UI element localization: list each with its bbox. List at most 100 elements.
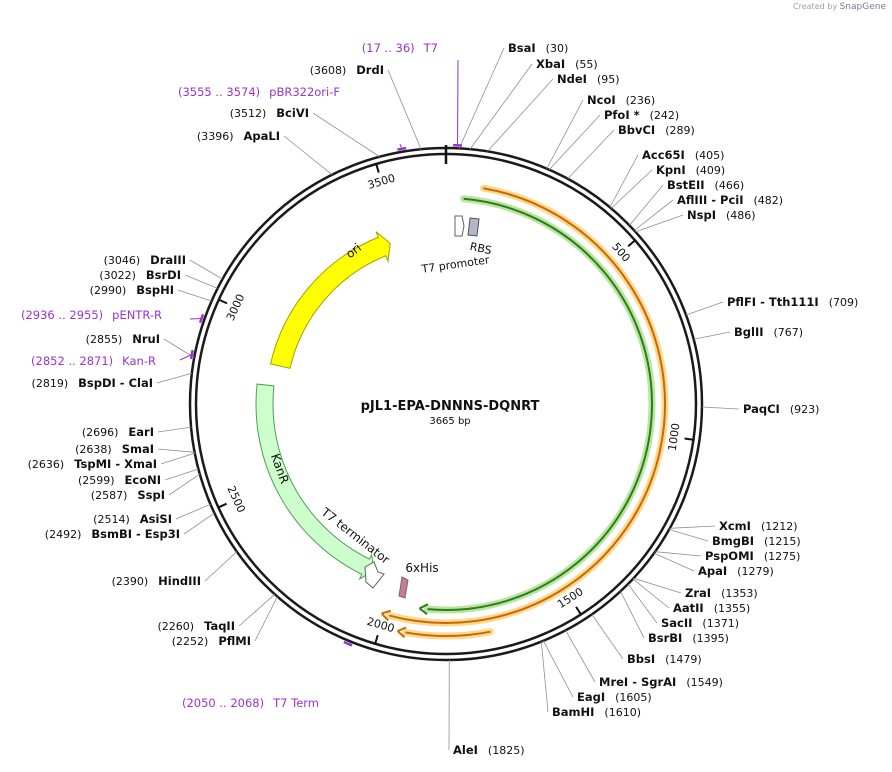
site-position: (3512) (230, 107, 267, 120)
site-ncoi: NcoI(236) (587, 93, 655, 107)
site-zrai-text: ZraI(1353) (685, 586, 758, 600)
t7-promoter-label: T7 promoter (420, 253, 491, 276)
site-pflmi: (2252)PflMI (172, 634, 251, 648)
site-name: BsmBI - Esp3I (91, 527, 180, 541)
site-xbai-text: XbaI(55) (536, 57, 598, 71)
site-leader-aatii (632, 578, 670, 609)
site-position: (2819) (32, 377, 69, 390)
primer-name: pBR322ori-F (269, 85, 340, 99)
backbone-tick (684, 437, 694, 441)
primer-kan-r: (2852 .. 2871)Kan-R (31, 354, 156, 368)
site-position: (3608) (310, 64, 347, 77)
site-leader-bcivi (312, 112, 380, 158)
primer-t7-text: (17 .. 36)T7 (362, 41, 438, 55)
site-zrai: ZraI(1353) (685, 586, 758, 600)
site-leader-mrei-sgrai (565, 630, 596, 683)
site-asisi: (2514)AsiSI (93, 512, 172, 526)
site-position: (405) (695, 149, 725, 162)
site-leader-bmgbi (669, 529, 709, 542)
site-bamhi-text: BamHI(1610) (552, 705, 641, 719)
site-position: (236) (626, 94, 656, 107)
site-leader-bglii (693, 331, 731, 340)
site-leader-bsphi (177, 289, 212, 302)
site-leader-ncoi (546, 99, 584, 169)
site-mrei-sgrai: MreI - SgrAI(1549) (599, 675, 723, 689)
site-position: (2514) (93, 513, 130, 526)
site-position: (767) (774, 326, 804, 339)
site-bsmbi-esp3i-text: (2492)BsmBI - Esp3I (45, 527, 180, 541)
site-name: ZraI (685, 586, 711, 600)
site-name: BamHI (552, 705, 594, 719)
inner-green-orf-line (427, 197, 653, 611)
backbone-tick-label: 1000 (666, 422, 683, 452)
inner-green-orf-head (418, 603, 429, 615)
primer-kan-r-text: (2852 .. 2871)Kan-R (31, 354, 156, 368)
site-leader-apai (653, 552, 695, 572)
site-position: (3046) (104, 254, 141, 267)
site-position: (3022) (99, 269, 136, 282)
site-bsteii-text: BstEII(466) (667, 178, 744, 192)
site-draiii-text: (3046)DraIII (104, 253, 186, 267)
site-bsphi-text: (2990)BspHI (90, 283, 174, 297)
site-bsrbi-text: BsrBI(1395) (648, 631, 729, 645)
site-bsai: BsaI(30) (508, 41, 568, 55)
site-name: SspI (137, 488, 165, 502)
primer-t7-term: (2050 .. 2068)T7 Term (182, 696, 319, 710)
site-name: AleI (453, 743, 478, 757)
site-nrui-text: (2855)NruI (86, 332, 160, 346)
site-xcmi-text: XcmI(1212) (719, 519, 798, 533)
site-name: EarI (128, 425, 154, 439)
site-ndei: NdeI(95) (557, 72, 620, 86)
site-leader-bsrdi (184, 274, 218, 289)
site-sacii-text: SacII(1371) (661, 616, 739, 630)
site-taqii: (2260)TaqII (158, 619, 236, 633)
site-position: (923) (790, 403, 820, 416)
site-name: EcoNI (125, 473, 161, 487)
site-leader-bsai (458, 47, 505, 149)
site-bbvci-text: BbvCI(289) (618, 123, 695, 137)
outer-orange-orf-2-head (396, 626, 407, 639)
brand-name: SnapGene (839, 2, 886, 12)
site-bsrdi: (3022) BsrDI (99, 268, 181, 282)
primer-mark-pbr322ori-f (397, 146, 407, 151)
site-name: PspOMI (705, 549, 754, 563)
site-position: (1605) (615, 691, 652, 704)
primer-range: (3555 .. 3574) (178, 85, 260, 99)
site-xbai: XbaI(55) (536, 57, 598, 71)
outer-orange-orf-1-line (389, 187, 666, 624)
site-alei: AleI(1825) (453, 743, 525, 757)
primer-range: (2936 .. 2955) (21, 308, 103, 322)
site-name: PfoI * (604, 108, 640, 122)
primer-pbr322ori-f-text: (3555 .. 3574) pBR322ori-F (178, 85, 340, 99)
site-apai: ApaI(1279) (698, 564, 774, 578)
outer-orange-orf-2 (396, 626, 494, 640)
primer-name: T7 (423, 41, 438, 55)
site-name: BspHI (136, 283, 174, 297)
site-sspi: (2587)SspI (91, 488, 165, 502)
site-leader-bbvci (567, 129, 615, 180)
site-name: BglII (734, 325, 764, 339)
6xhis-box (398, 576, 409, 599)
site-leader-afliii-pcii (634, 199, 674, 231)
site-leader-sacii (627, 583, 658, 624)
site-name: BsrDI (146, 268, 181, 282)
site-position: (1371) (702, 617, 739, 630)
site-tspmi-xmai-text: (2636)TspMI - XmaI (28, 457, 157, 471)
site-leader-hindiii (204, 551, 238, 582)
site-leader-nspi (635, 214, 684, 233)
site-position: (242) (650, 109, 680, 122)
site-leader-tspmi-xmai (160, 452, 195, 465)
primer-pentr-r: (2936 .. 2955)pENTR-R (21, 308, 162, 322)
site-apali: (3396)ApaLI (197, 129, 280, 143)
site-sacii: SacII(1371) (661, 616, 739, 630)
site-hindiii: (2390)HindIII (112, 574, 201, 588)
site-econi-text: (2599)EcoNI (78, 473, 161, 487)
outer-orange-orf-1-head (380, 609, 391, 622)
site-name: KpnI (656, 163, 686, 177)
site-leader-eari (157, 426, 192, 433)
site-position: (2260) (158, 620, 195, 633)
site-name: Acc65I (642, 148, 685, 162)
feature-ori (269, 231, 391, 369)
inner-green-orf (418, 195, 656, 615)
